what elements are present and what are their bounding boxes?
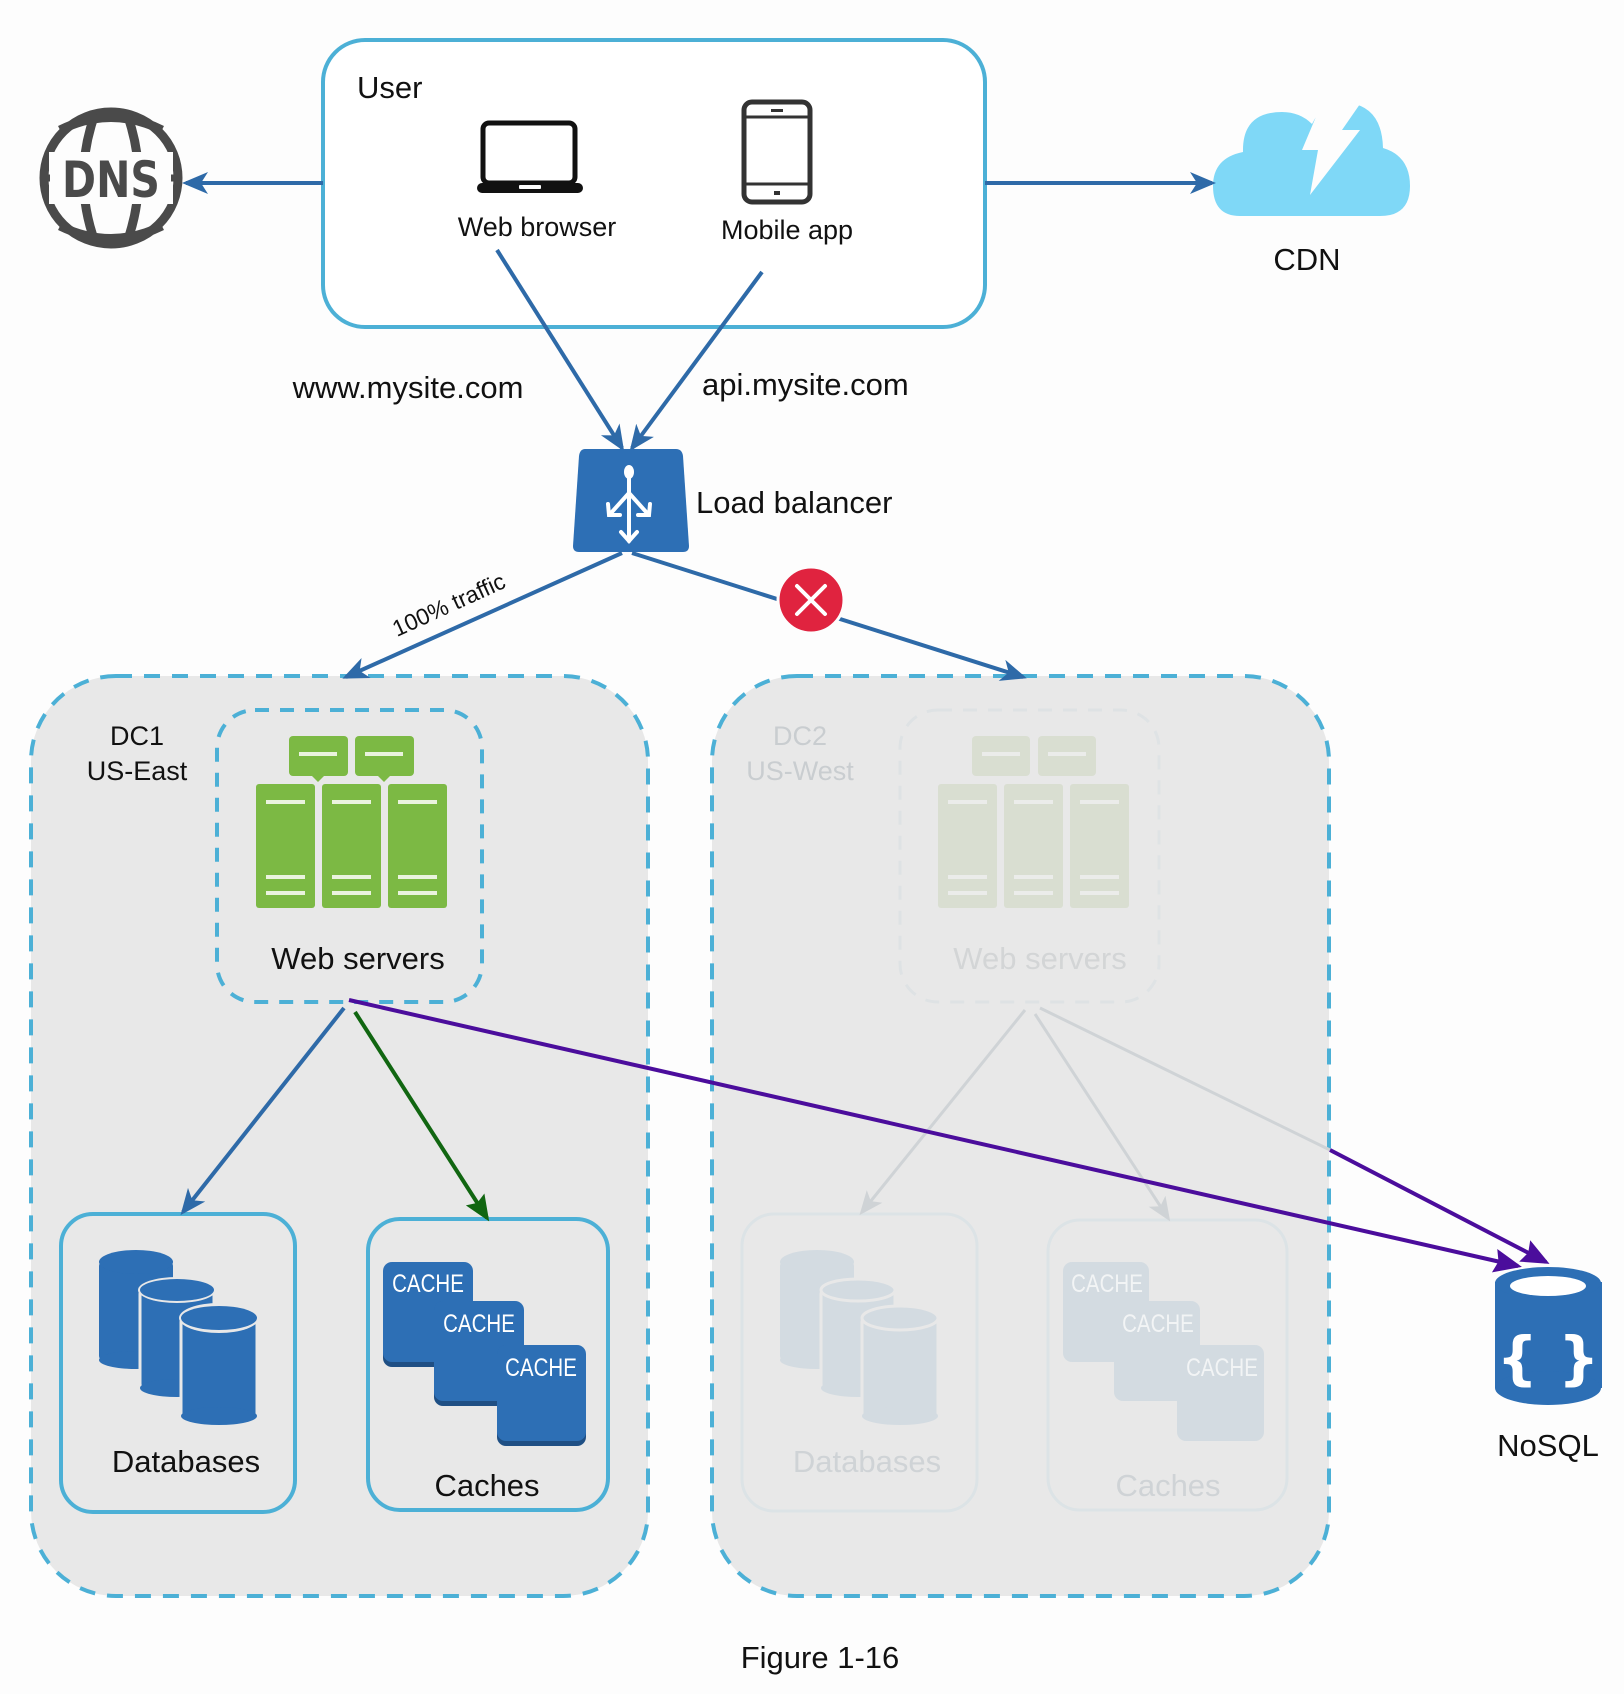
dc2-web-to-nosql-arrow <box>1329 1148 1550 1264</box>
web-domain-label: www.mysite.com <box>292 370 524 405</box>
split-arrows-glyph <box>606 465 652 545</box>
dc1-name: DC1 <box>110 721 164 751</box>
dc2-web-to-cache-arrow <box>1033 1013 1171 1222</box>
web-browser-to-lb-arrow <box>495 248 625 452</box>
dc1-web-to-nosql-arrow <box>348 998 1522 1273</box>
dc2-databases-label: Databases <box>793 1444 941 1479</box>
figure-caption: Figure 1-16 <box>741 1640 900 1675</box>
database-stack-icon <box>780 1250 940 1425</box>
api-domain-label: api.mysite.com <box>702 367 909 402</box>
cloud-lightning-icon <box>1213 100 1410 216</box>
dc2-region: US-West <box>746 756 854 786</box>
cache-stack-icon: CACHE CACHE CACHE <box>383 1262 586 1446</box>
mobile-app-client[interactable]: Mobile app <box>721 99 853 245</box>
web-browser-client[interactable]: Web browser <box>458 120 617 242</box>
cache-tile-label: CACHE <box>505 1353 577 1381</box>
failure-indicator <box>776 565 846 635</box>
nosql-node[interactable]: { } NoSQL <box>1495 1267 1602 1463</box>
dc1-web-to-db-arrow <box>180 1006 346 1216</box>
user-group: User Web browser Mobile app <box>321 38 987 329</box>
mobile-app-label: Mobile app <box>721 215 853 245</box>
dc1-region: US-East <box>87 756 188 786</box>
svg-text:{ }: { } <box>1497 1324 1600 1392</box>
lb-to-dc1-arrow <box>342 551 623 679</box>
load-balancer-node[interactable]: Load balancer <box>573 449 893 552</box>
dc2-name: DC2 <box>773 721 827 751</box>
dc2-connectors <box>859 1006 1331 1222</box>
mobile-app-to-lb-arrow <box>629 270 764 452</box>
dc1-caches[interactable]: CACHE CACHE CACHE Caches <box>366 1217 610 1512</box>
cache-stack-icon: CACHE CACHE CACHE <box>1063 1262 1264 1441</box>
nosql-database-icon: { } <box>1495 1267 1602 1405</box>
load-balancer-label: Load balancer <box>696 485 893 520</box>
smartphone-icon <box>741 99 813 205</box>
dc1-caches-label: Caches <box>434 1468 539 1503</box>
dc2-web-to-nosql-faded <box>1039 1006 1331 1152</box>
cache-tile-label: CACHE <box>1122 1309 1194 1337</box>
server-rack-icon <box>256 736 447 908</box>
dns-label: DNS <box>62 151 160 209</box>
dc1-databases-label: Databases <box>112 1444 260 1479</box>
nosql-label: NoSQL <box>1497 1428 1599 1463</box>
web-browser-label: Web browser <box>458 212 617 242</box>
dc2-web-servers-box <box>898 708 1161 1004</box>
dns-node[interactable]: DNS <box>39 107 183 249</box>
cache-tile-label: CACHE <box>1186 1353 1258 1381</box>
laptop-icon <box>477 120 583 193</box>
database-stack-icon <box>99 1250 259 1425</box>
dc1-web-to-cache-arrow <box>353 1010 490 1222</box>
dc1-web-servers[interactable]: Web servers <box>215 708 484 1004</box>
dc2-web-to-db-arrow <box>859 1009 1027 1216</box>
dc2-caches[interactable]: CACHE CACHE CACHE Caches <box>1046 1218 1289 1512</box>
dc1-web-servers-box <box>215 708 484 1004</box>
dc2-databases[interactable]: Databases <box>740 1212 979 1513</box>
cache-tile-label: CACHE <box>392 1269 464 1297</box>
cache-tile-label: CACHE <box>443 1309 515 1337</box>
dc2-web-servers-label: Web servers <box>953 941 1126 976</box>
server-rack-icon <box>938 736 1129 908</box>
cache-tile-label: CACHE <box>1071 1269 1143 1297</box>
dc1-web-servers-label: Web servers <box>271 941 444 976</box>
dc2-web-servers[interactable]: Web servers <box>898 708 1161 1004</box>
user-title: User <box>357 70 422 105</box>
dc2-caches-label: Caches <box>1115 1468 1220 1503</box>
cdn-node[interactable]: CDN <box>1213 100 1410 277</box>
cdn-label: CDN <box>1273 242 1340 277</box>
dc1-databases[interactable]: Databases <box>59 1212 297 1514</box>
